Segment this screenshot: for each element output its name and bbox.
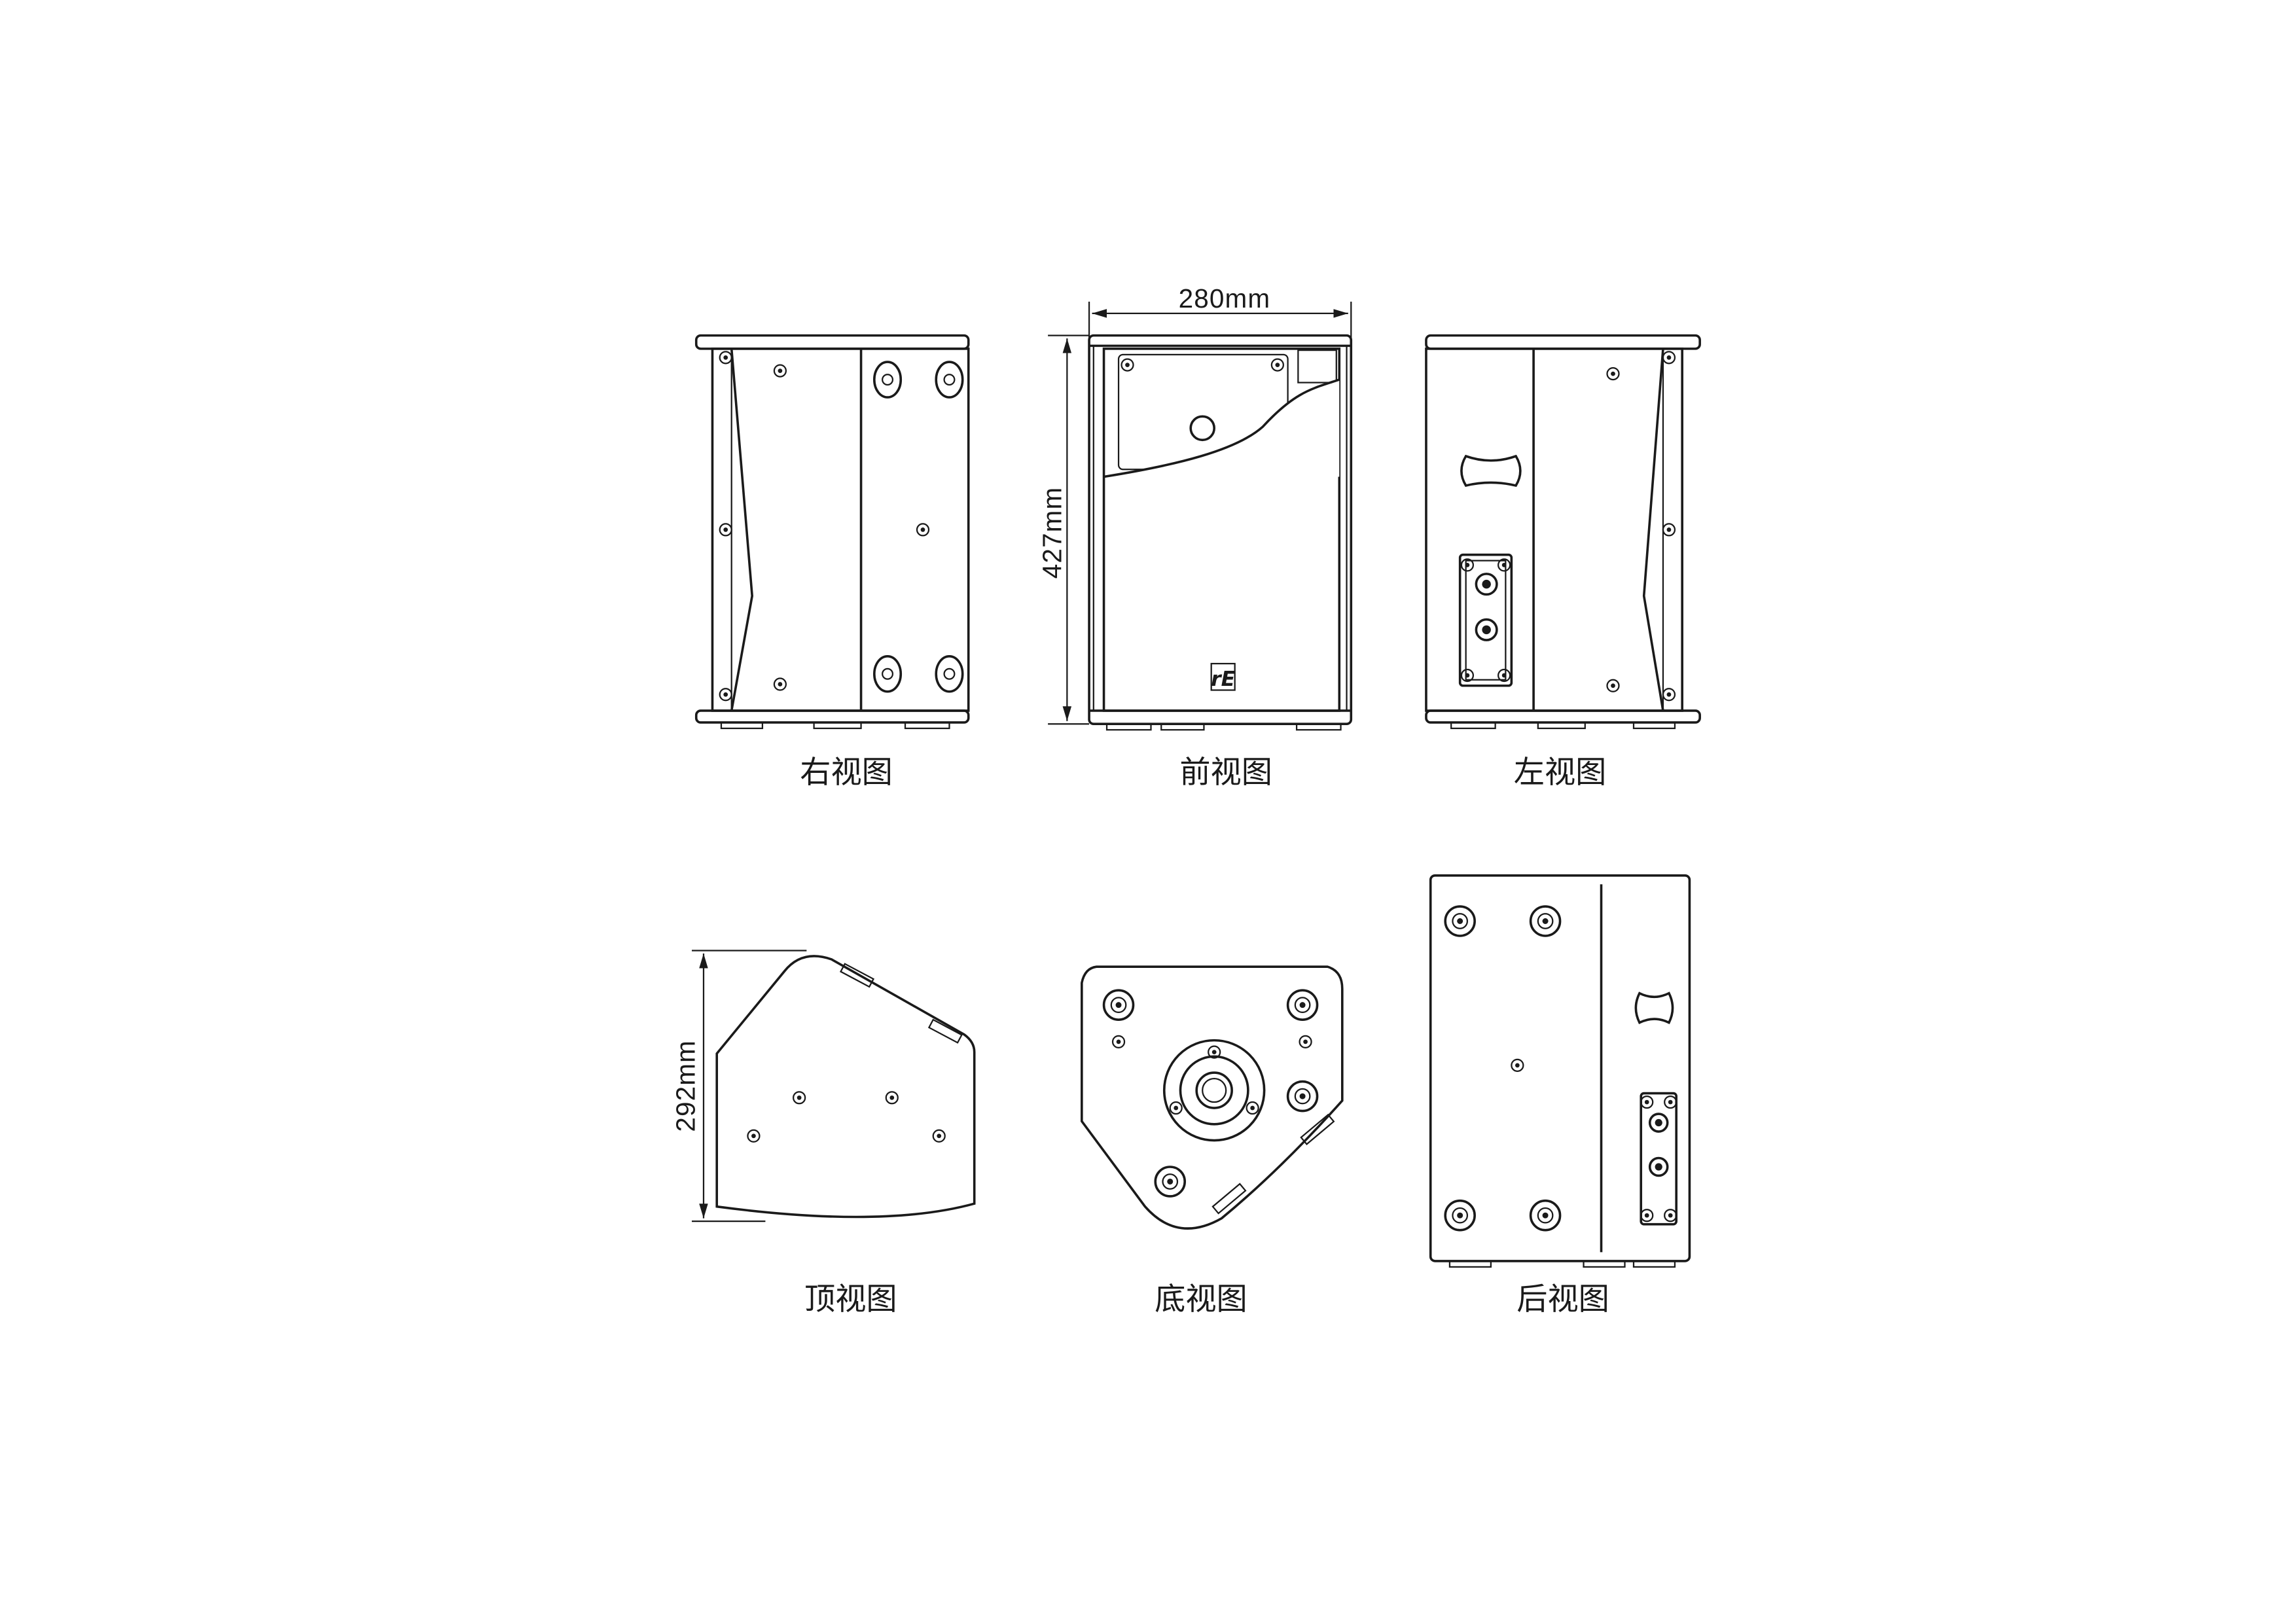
left-view	[1425, 334, 1701, 730]
brand-logo: rE	[1211, 668, 1236, 691]
bottom-view	[1081, 965, 1344, 1230]
top-view-label: 顶视图	[804, 1281, 897, 1317]
width-dimension: 280mm	[1179, 283, 1271, 313]
right-view	[694, 334, 970, 730]
front-view: 280mm 427mm rE	[1037, 283, 1353, 731]
top-view: 292mm	[670, 950, 976, 1222]
depth-dimension: 292mm	[670, 1040, 700, 1132]
back-view-label: 后视图	[1516, 1281, 1609, 1317]
right-view-label: 右视图	[800, 755, 893, 791]
height-dimension: 427mm	[1037, 487, 1067, 579]
back-view	[1429, 874, 1691, 1268]
front-view-label: 前视图	[1179, 755, 1272, 791]
bottom-view-label: 底视图	[1155, 1281, 1247, 1317]
left-view-label: 左视图	[1514, 755, 1607, 791]
